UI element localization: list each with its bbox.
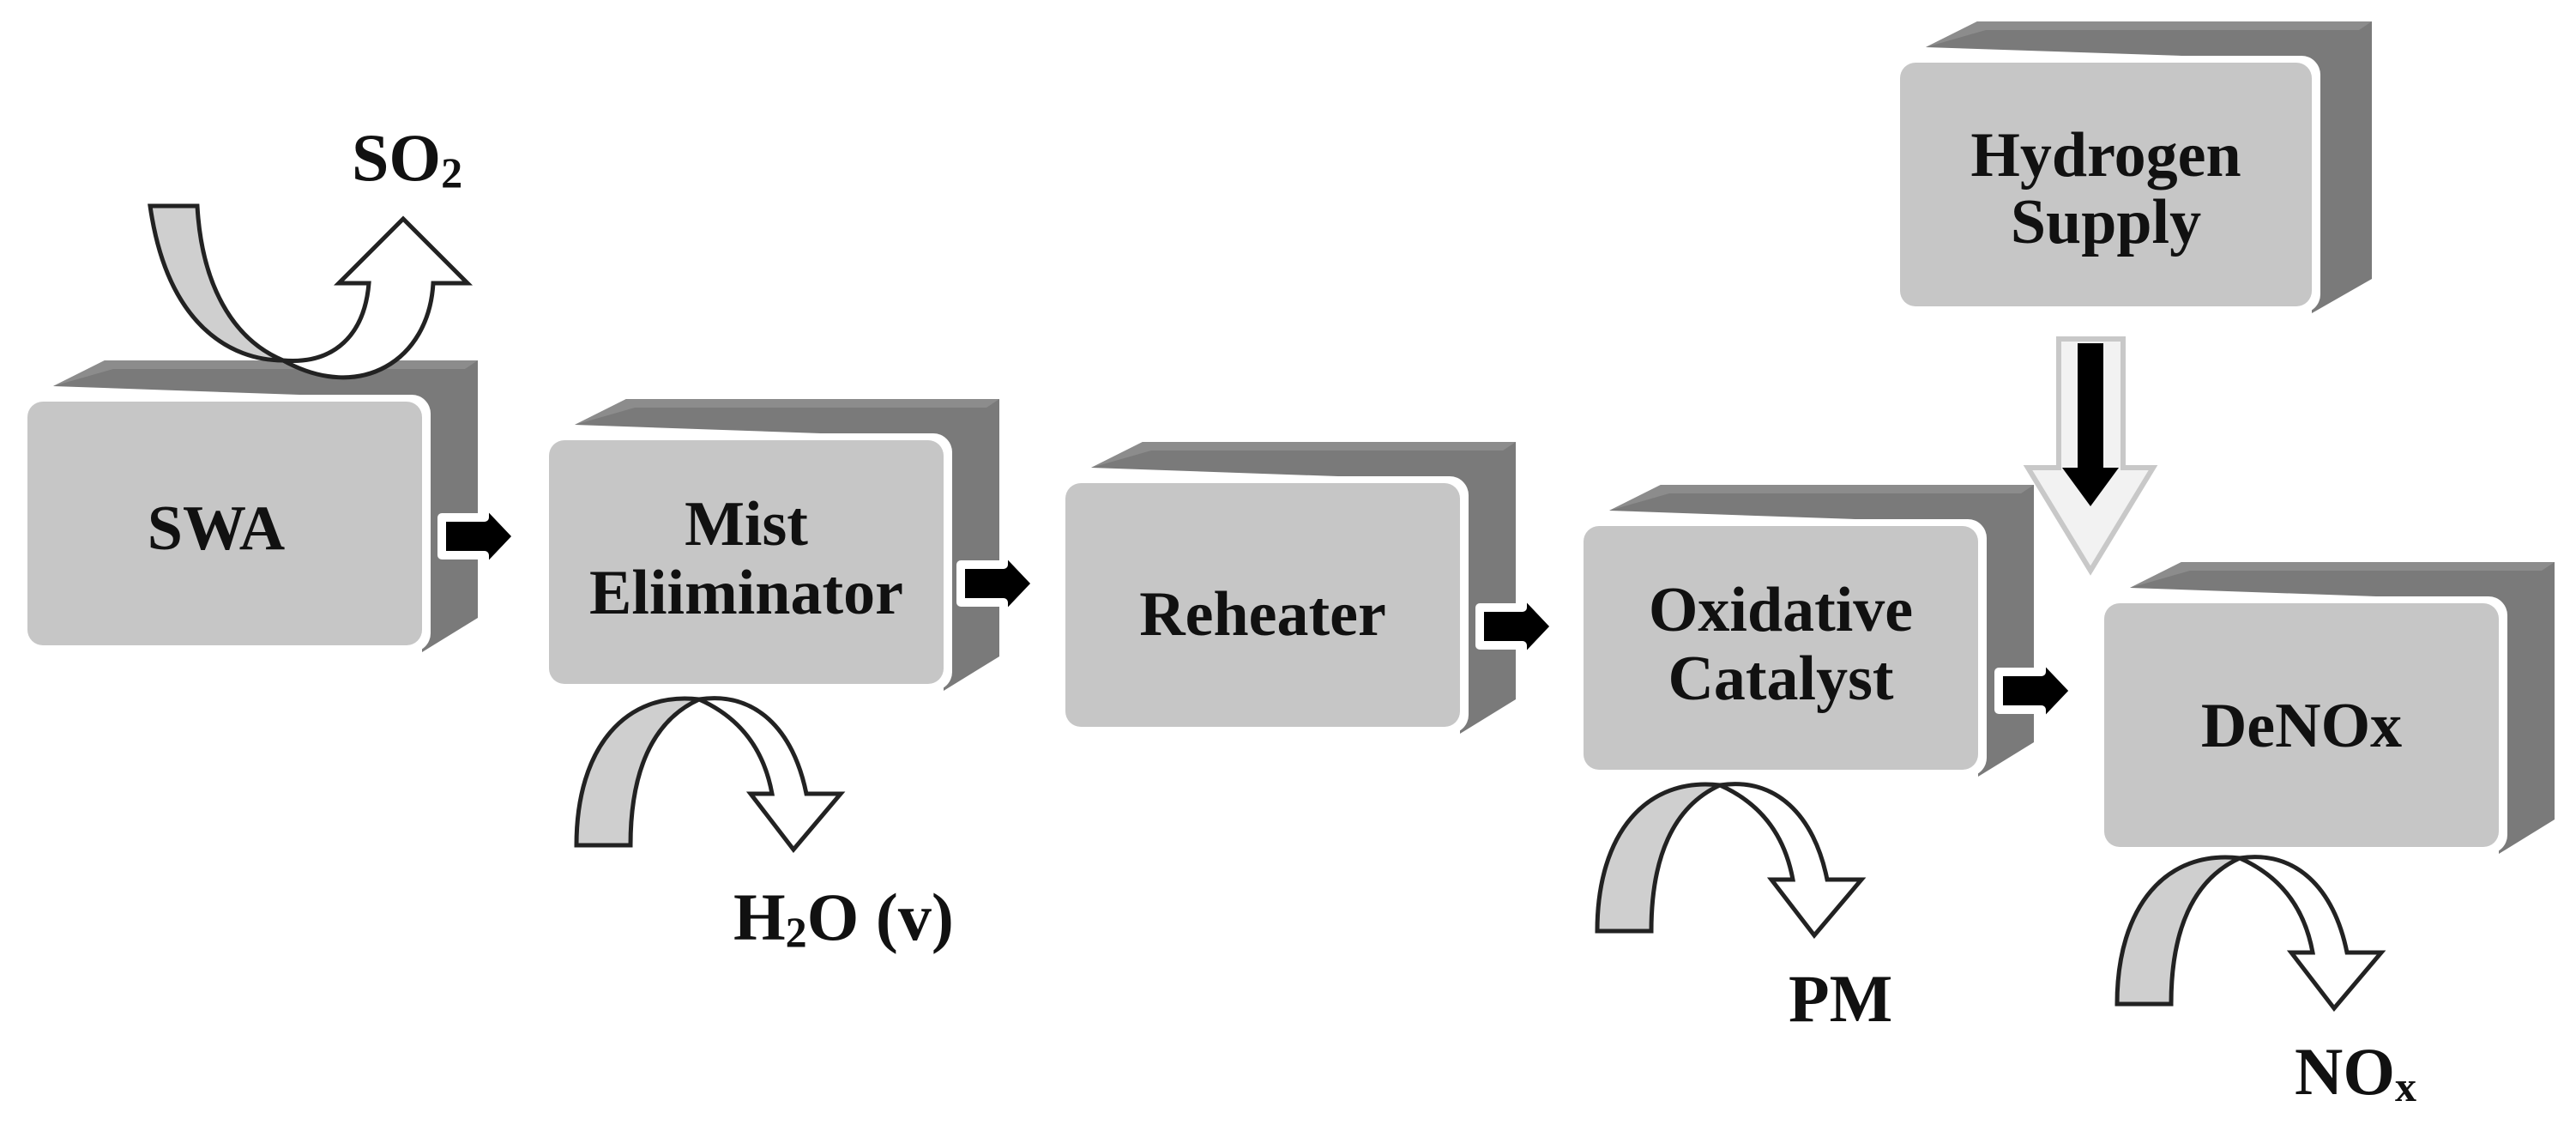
flow-arrow-swa-to-mist xyxy=(437,498,522,575)
flow-arrow-reheater-to-oxidative xyxy=(1475,588,1559,665)
so2-label: SO2 xyxy=(352,120,462,197)
curved-arrow-nox xyxy=(2114,855,2386,1012)
flow-arrow-hydrogen-to-denox xyxy=(2023,336,2158,576)
hydrogen-label-line2: Supply xyxy=(2011,187,2201,257)
curved-arrow-pm xyxy=(1595,782,1867,939)
hydrogen-label-line1: Hydrogen xyxy=(1970,120,2241,191)
block-reheater: Reheater xyxy=(1057,442,1516,734)
reheater-label: Reheater xyxy=(1139,579,1386,650)
block-denox: DeNOx xyxy=(2096,562,2555,854)
curved-arrow-h2o xyxy=(574,696,846,853)
block-swa: SWA xyxy=(19,360,478,652)
nox-label: NOx xyxy=(2295,1034,2416,1110)
block-oxidative-catalyst: Oxidative Catalyst xyxy=(1575,485,2034,777)
block-mist-eliminator: Mist Eliiminator xyxy=(540,399,999,691)
denox-label: DeNOx xyxy=(2201,691,2402,761)
pm-label: PM xyxy=(1789,961,1892,1036)
block-hydrogen-supply: Hydrogen Supply xyxy=(1891,21,2372,313)
h2o-label: H2O (v) xyxy=(733,880,954,956)
oxidative-label-line1: Oxidative xyxy=(1649,575,1913,645)
mist-label-line1: Mist xyxy=(685,489,808,559)
flow-arrow-oxidative-to-denox xyxy=(1994,652,2078,729)
flow-arrow-mist-to-reheater xyxy=(956,545,1041,622)
swa-label: SWA xyxy=(148,493,285,564)
curved-arrow-so2 xyxy=(148,203,474,380)
mist-label-line2: Eliiminator xyxy=(589,558,903,628)
oxidative-label-line2: Catalyst xyxy=(1668,644,1893,714)
